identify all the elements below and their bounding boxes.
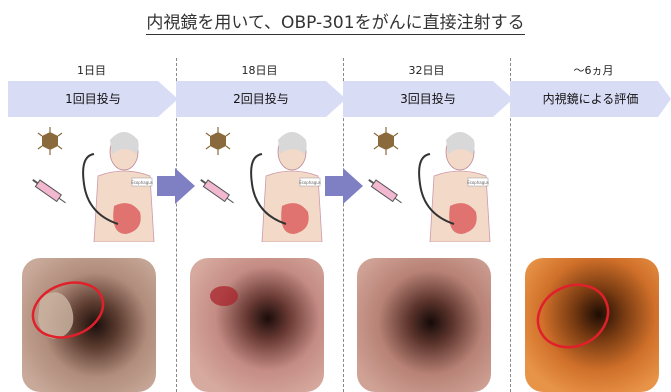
virus-icon bbox=[374, 127, 398, 155]
patient-figure bbox=[419, 132, 490, 242]
step-label-4: 内視鏡による評価 bbox=[510, 81, 671, 117]
step-banner-1: 1回目投与 bbox=[8, 81, 178, 117]
step-label-1: 1回目投与 bbox=[8, 81, 178, 117]
endoscopy-image-4 bbox=[525, 258, 659, 392]
syringe-icon bbox=[368, 177, 404, 206]
endoscopy-image-2 bbox=[190, 258, 324, 392]
syringe-icon bbox=[32, 177, 68, 206]
day-label-1: 1日目 bbox=[8, 62, 175, 78]
page-title-text: 内視鏡を用いて、OBP-301をがんに直接注射する bbox=[146, 13, 524, 35]
day-label-2: 18日目 bbox=[176, 62, 343, 78]
day-label-4: ～6ヵ月 bbox=[510, 62, 671, 78]
step-banner-4: 内視鏡による評価 bbox=[510, 81, 671, 117]
virus-icon bbox=[206, 127, 230, 155]
virus-icon bbox=[38, 127, 62, 155]
step-label-2: 2回目投与 bbox=[176, 81, 346, 117]
patient-figure bbox=[251, 132, 322, 242]
flow-arrow-icon bbox=[157, 168, 195, 204]
endoscopy-image-3 bbox=[357, 258, 491, 392]
day-label-3: 32日目 bbox=[343, 62, 510, 78]
endoscopy-image-1 bbox=[22, 258, 156, 392]
step-label-3: 3回目投与 bbox=[343, 81, 513, 117]
organ-label: Esophagus bbox=[299, 180, 321, 185]
patient-figure bbox=[83, 132, 154, 242]
flow-arrow-icon bbox=[325, 168, 363, 204]
syringe-icon bbox=[200, 177, 236, 206]
step-banner-3: 3回目投与 bbox=[343, 81, 513, 117]
injection-illustration-3: Esophagus bbox=[368, 124, 492, 242]
page-title: 内視鏡を用いて、OBP-301をがんに直接注射する bbox=[0, 8, 671, 33]
injection-illustration-1: Esophagus bbox=[32, 124, 156, 242]
organ-label: Esophagus bbox=[467, 180, 489, 185]
injection-illustration-2: Esophagus bbox=[200, 124, 324, 242]
organ-label: Esophagus bbox=[131, 180, 153, 185]
step-banner-2: 2回目投与 bbox=[176, 81, 346, 117]
